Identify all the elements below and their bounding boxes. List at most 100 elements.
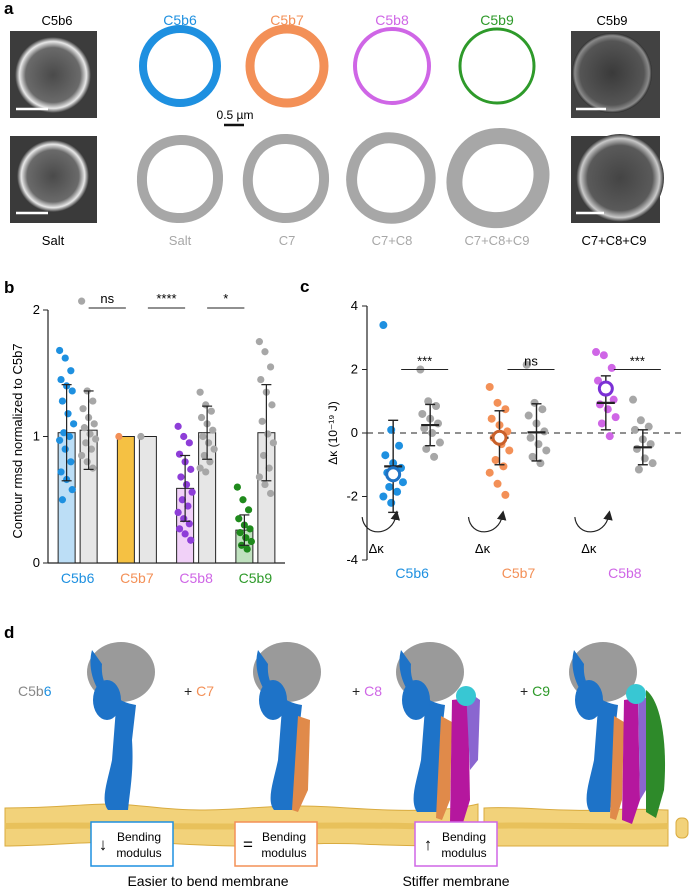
data-point bbox=[491, 455, 500, 464]
data-point bbox=[202, 468, 210, 476]
grey-caption-c7: C7 bbox=[279, 233, 296, 248]
data-point bbox=[422, 444, 431, 453]
data-point bbox=[184, 502, 192, 510]
data-point bbox=[636, 416, 645, 425]
data-point bbox=[200, 451, 208, 460]
data-point bbox=[68, 486, 76, 494]
data-point bbox=[185, 520, 193, 528]
data-point bbox=[89, 464, 97, 472]
panel-a-label: a bbox=[4, 0, 14, 18]
chart-c-ylabel: Δκ (10⁻¹⁹ J) bbox=[326, 401, 340, 465]
micrograph-c5b9-title: C5b9 bbox=[596, 13, 627, 28]
data-point bbox=[505, 446, 514, 455]
caption-stiffer: Stiffer membrane bbox=[402, 873, 509, 888]
data-point bbox=[485, 382, 494, 391]
micrograph-c5b6-top bbox=[10, 31, 97, 118]
data-point bbox=[92, 435, 100, 443]
data-point bbox=[178, 496, 186, 504]
contour-ring-c5b9 bbox=[458, 27, 536, 105]
data-point bbox=[524, 411, 533, 420]
x-tick-label: C5b7 bbox=[502, 565, 536, 581]
data-point bbox=[115, 432, 123, 441]
data-point bbox=[379, 321, 388, 330]
delta-kappa-arrow bbox=[361, 510, 401, 533]
data-point bbox=[196, 388, 204, 396]
y-tick-label: -4 bbox=[346, 552, 358, 567]
data-point bbox=[393, 487, 402, 496]
data-point bbox=[435, 438, 444, 447]
contour-ring-c5b7 bbox=[245, 24, 329, 108]
data-point bbox=[56, 346, 64, 355]
data-point bbox=[526, 433, 535, 442]
data-point bbox=[485, 468, 494, 477]
data-point bbox=[209, 426, 217, 434]
x-tick-label: C5b8 bbox=[179, 570, 213, 586]
data-point bbox=[611, 413, 620, 422]
y-tick-label: 2 bbox=[33, 302, 40, 317]
delta-kappa-arrow bbox=[467, 510, 507, 533]
data-point bbox=[418, 409, 427, 418]
micrograph-c5b9-top bbox=[571, 31, 660, 118]
ring-title-c5b9: C5b9 bbox=[480, 12, 514, 28]
micrograph-caption-c7c8c9: C7+C8+C9 bbox=[581, 233, 646, 248]
data-point bbox=[181, 530, 189, 538]
data-point bbox=[258, 417, 266, 425]
equal-icon: = bbox=[243, 835, 253, 854]
data-point bbox=[137, 432, 145, 441]
data-point bbox=[204, 439, 213, 447]
data-point bbox=[261, 480, 269, 489]
data-point bbox=[70, 420, 78, 428]
data-point bbox=[261, 348, 269, 356]
data-point bbox=[592, 348, 601, 357]
data-point bbox=[247, 537, 255, 546]
y-tick-label: 2 bbox=[351, 362, 358, 377]
data-point bbox=[597, 419, 606, 428]
arrow-down-icon: ↓ bbox=[99, 835, 108, 854]
stage-label-c5b6: C5b6 bbox=[18, 683, 52, 699]
data-point bbox=[67, 367, 75, 375]
delta-kappa-arrow bbox=[574, 510, 613, 533]
delta-kappa-label: Δκ bbox=[475, 541, 491, 556]
stage-label-c7-plus: + bbox=[184, 683, 196, 699]
x-tick-label: C5b8 bbox=[608, 565, 642, 581]
data-point bbox=[175, 525, 184, 533]
data-point bbox=[257, 375, 265, 384]
grey-caption-c7c8: C7+C8 bbox=[372, 233, 413, 248]
data-point bbox=[632, 444, 641, 453]
data-point bbox=[593, 376, 602, 385]
data-point bbox=[207, 407, 215, 415]
data-point bbox=[202, 401, 210, 409]
data-point bbox=[499, 462, 508, 471]
data-point bbox=[58, 496, 67, 504]
data-point bbox=[174, 422, 182, 430]
data-point bbox=[87, 445, 96, 453]
data-point bbox=[268, 401, 276, 409]
data-point bbox=[255, 338, 263, 346]
box-bending-equal-text1: Bending bbox=[262, 830, 306, 844]
stage-label-c8-plus: + bbox=[352, 683, 364, 699]
box-bending-up: ↑ Bending modulus bbox=[414, 821, 498, 867]
data-point bbox=[78, 451, 86, 460]
significance-label: * bbox=[223, 291, 228, 306]
y-tick-label: 0 bbox=[33, 555, 40, 570]
grey-caption-salt: Salt bbox=[169, 233, 192, 248]
x-tick-label: C5b7 bbox=[120, 570, 154, 586]
data-point bbox=[259, 451, 268, 460]
data-point bbox=[428, 429, 437, 437]
open-circle-marker bbox=[597, 380, 614, 397]
box-bending-down-text1: Bending bbox=[117, 830, 161, 844]
stage-label-c7: + C7 bbox=[184, 683, 214, 699]
data-point bbox=[61, 354, 69, 362]
structure-c5b9 bbox=[569, 642, 666, 824]
data-point bbox=[434, 419, 443, 428]
data-point bbox=[420, 424, 429, 433]
data-point bbox=[607, 363, 616, 372]
structure-c5b7 bbox=[253, 642, 321, 812]
panel-c: c Δκ (10⁻¹⁹ J) -4-2024***ΔκC5b6nsΔκC5b7*… bbox=[300, 277, 686, 581]
micrograph-c5b6-title: C5b6 bbox=[41, 13, 72, 28]
data-point bbox=[387, 498, 396, 507]
box-bending-up-text2: modulus bbox=[441, 846, 486, 860]
data-point bbox=[538, 405, 547, 414]
data-point bbox=[530, 398, 539, 407]
